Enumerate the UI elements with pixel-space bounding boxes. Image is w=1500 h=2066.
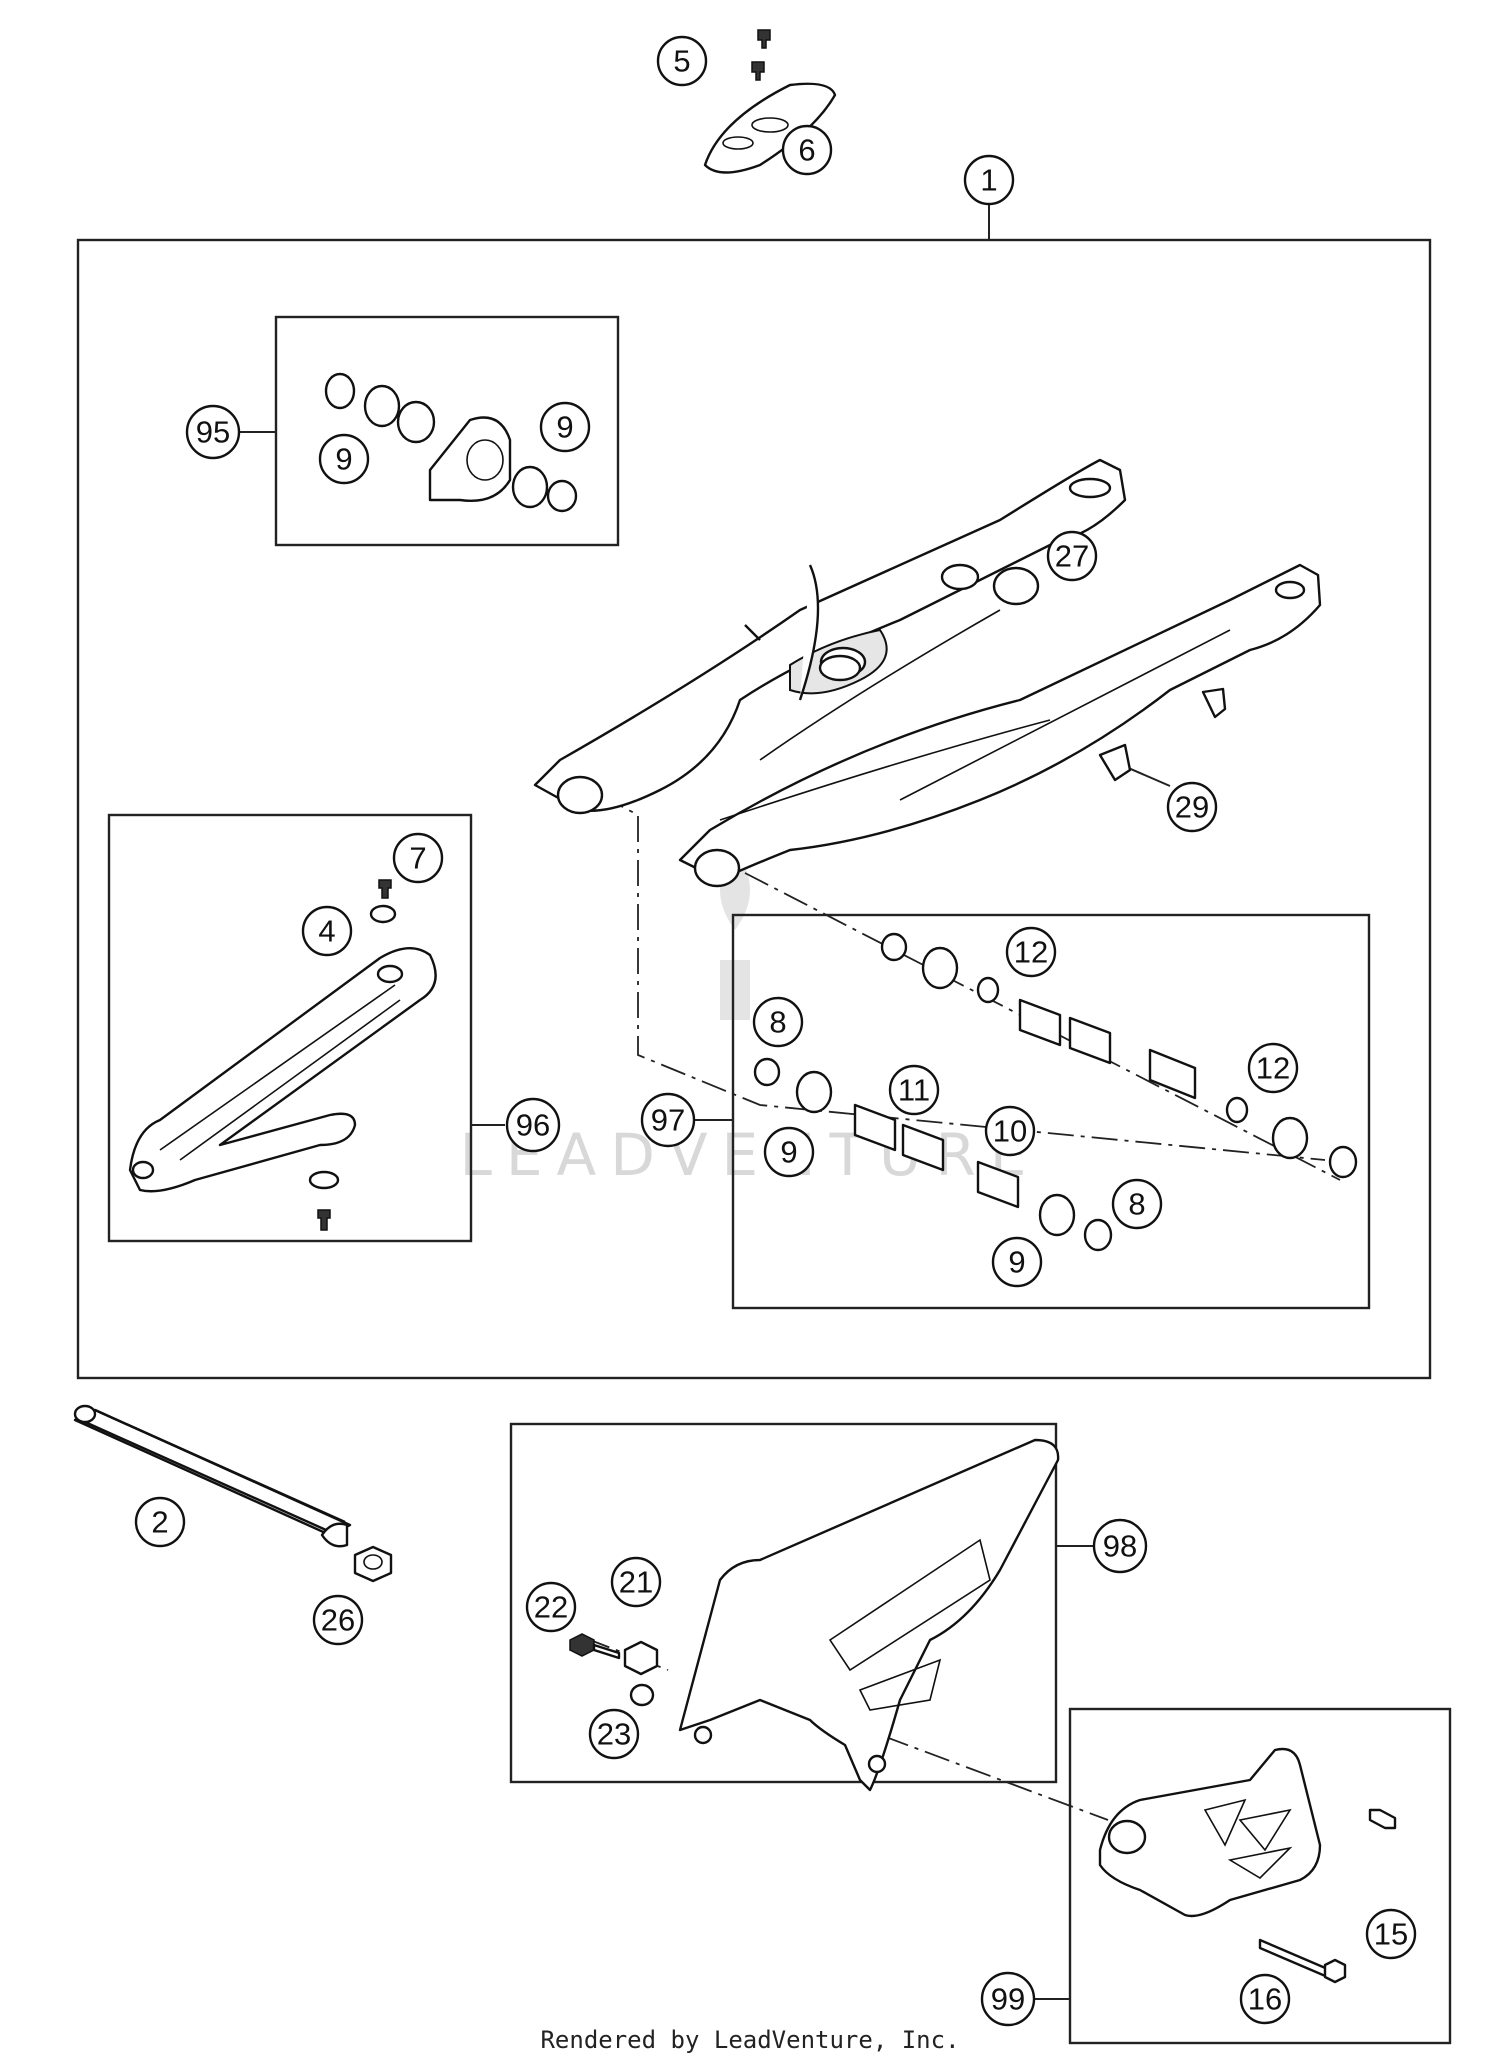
callout-8a: 8 bbox=[752, 996, 804, 1048]
svg-text:23: 23 bbox=[597, 1717, 631, 1752]
callout-23: 23 bbox=[588, 1708, 640, 1760]
svg-text:6: 6 bbox=[798, 133, 815, 168]
svg-text:12: 12 bbox=[1256, 1051, 1290, 1086]
item-97-illustration bbox=[753, 932, 1358, 1252]
callout-26: 26 bbox=[312, 1594, 364, 1646]
svg-text:5: 5 bbox=[673, 44, 690, 79]
callout-12a: 12 bbox=[1005, 926, 1057, 978]
callout-4: 4 bbox=[301, 905, 353, 957]
svg-text:9: 9 bbox=[1008, 1245, 1025, 1280]
box-kit-98 bbox=[509, 1422, 1058, 1784]
callout-95: 95 bbox=[185, 404, 241, 460]
item-95-illustration bbox=[324, 372, 578, 513]
callout-97: 97 bbox=[640, 1092, 696, 1148]
svg-text:9: 9 bbox=[780, 1135, 797, 1170]
svg-text:2: 2 bbox=[151, 1505, 168, 1540]
callout-15: 15 bbox=[1365, 1908, 1417, 1960]
svg-text:8: 8 bbox=[769, 1005, 786, 1040]
callout-96: 96 bbox=[505, 1097, 561, 1153]
item-27-illustration bbox=[992, 566, 1040, 606]
svg-text:97: 97 bbox=[651, 1103, 685, 1138]
callout-7: 7 bbox=[392, 832, 444, 884]
callout-21: 21 bbox=[610, 1556, 662, 1608]
item-96-illustration bbox=[128, 879, 437, 1231]
callout-10: 10 bbox=[984, 1105, 1036, 1157]
callout-6: 6 bbox=[781, 124, 833, 176]
svg-text:4: 4 bbox=[318, 914, 335, 949]
svg-text:15: 15 bbox=[1374, 1917, 1408, 1952]
svg-text:10: 10 bbox=[993, 1114, 1027, 1149]
box-kit-97 bbox=[731, 913, 1371, 1310]
svg-text:99: 99 bbox=[991, 1982, 1025, 2017]
svg-text:29: 29 bbox=[1175, 790, 1209, 825]
svg-text:95: 95 bbox=[196, 415, 230, 450]
item-99-illustration bbox=[1098, 1747, 1397, 1984]
callout-27: 27 bbox=[1046, 530, 1098, 582]
svg-text:12: 12 bbox=[1014, 935, 1048, 970]
svg-text:7: 7 bbox=[409, 841, 426, 876]
callout-9c: 9 bbox=[763, 1126, 815, 1178]
callout-9d: 9 bbox=[991, 1236, 1043, 1288]
svg-text:8: 8 bbox=[1128, 1187, 1145, 1222]
box-kit-96 bbox=[107, 813, 473, 1243]
callout-8b: 8 bbox=[1111, 1178, 1163, 1230]
item-98-illustration bbox=[569, 1438, 1060, 1792]
svg-text:21: 21 bbox=[619, 1565, 653, 1600]
svg-text:27: 27 bbox=[1055, 539, 1089, 574]
svg-text:9: 9 bbox=[556, 410, 573, 445]
callout-98: 98 bbox=[1092, 1518, 1148, 1574]
svg-text:1: 1 bbox=[980, 163, 997, 198]
callout-9a: 9 bbox=[318, 433, 370, 485]
callout-12b: 12 bbox=[1247, 1042, 1299, 1094]
svg-text:16: 16 bbox=[1248, 1982, 1282, 2017]
callout-22: 22 bbox=[525, 1581, 577, 1633]
leader-lines bbox=[240, 205, 1171, 2000]
callout-2: 2 bbox=[134, 1496, 186, 1548]
callout-1: 1 bbox=[963, 154, 1015, 206]
svg-text:22: 22 bbox=[534, 1590, 568, 1625]
callout-11: 11 bbox=[888, 1064, 940, 1116]
callout-5: 5 bbox=[656, 35, 708, 87]
callout-29: 29 bbox=[1166, 781, 1218, 833]
svg-text:9: 9 bbox=[335, 442, 352, 477]
callout-16: 16 bbox=[1239, 1973, 1291, 2025]
item-2-26-illustration bbox=[73, 1404, 393, 1583]
svg-text:26: 26 bbox=[321, 1603, 355, 1638]
footer-credit: Rendered by LeadVenture, Inc. bbox=[540, 2026, 960, 2054]
svg-text:11: 11 bbox=[898, 1073, 930, 1108]
callout-99: 99 bbox=[980, 1971, 1036, 2027]
box-swingarm-assembly bbox=[76, 238, 1432, 1380]
callout-9b: 9 bbox=[539, 401, 591, 453]
svg-text:96: 96 bbox=[516, 1108, 550, 1143]
item-5-6-illustration bbox=[703, 29, 837, 174]
box-kit-99 bbox=[1068, 1707, 1452, 2045]
svg-text:98: 98 bbox=[1103, 1529, 1137, 1564]
